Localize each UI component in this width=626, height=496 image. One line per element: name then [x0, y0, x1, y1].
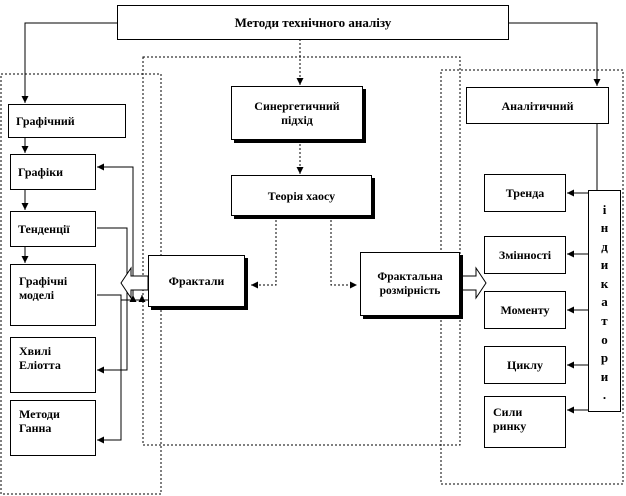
indicators-letter: о — [601, 331, 608, 347]
analytic-item-cycle: Циклу — [484, 346, 566, 384]
fractal-dimension-box: Фрактальна розмірність — [360, 252, 460, 316]
graphic-item-models: Графічні моделі — [10, 264, 96, 326]
indicators-letter: д — [601, 238, 608, 254]
arrow-chaos-to-fractals — [251, 216, 277, 289]
graphic-item-gann: Методи Ганна — [10, 400, 96, 456]
fractals-label: Фрактали — [168, 274, 225, 288]
block-arrow-right — [460, 266, 487, 300]
analytic-item-cycle-label: Циклу — [507, 358, 543, 372]
fractals-box: Фрактали — [148, 255, 245, 307]
analytic-item-volatility-label: Змінності — [498, 248, 552, 262]
graphic-item-waves: Хвилі Еліотта — [10, 337, 96, 393]
graphic-item-trends: Тенденції — [10, 211, 96, 247]
graphic-item-trends-label: Тенденції — [18, 222, 70, 236]
analytic-item-momentum-label: Моменту — [500, 303, 550, 317]
indicators-letter: и — [600, 257, 609, 273]
analytic-header-label: Аналітичний — [501, 98, 574, 113]
chaos-theory-label: Теорія хаосу — [267, 188, 336, 203]
fractal-dimension-label: Фрактальна розмірність — [377, 271, 443, 297]
indicators-letter: р — [600, 350, 609, 366]
title: Методи технічного аналізу — [234, 14, 392, 30]
indicators-letter: . — [602, 387, 607, 403]
title-box: Методи технічного аналізу — [117, 5, 509, 40]
indicators-letter: и — [600, 368, 609, 384]
graphic-item-charts: Графіки — [10, 154, 96, 190]
analytic-item-volatility: Змінності — [484, 236, 566, 274]
graphic-item-waves-label: Хвилі Еліотта — [19, 344, 61, 372]
analytic-item-market-force: Сили ринку — [484, 396, 566, 448]
synergetic-group-frame — [142, 56, 461, 446]
graphic-header-label: Графічний — [16, 114, 75, 128]
indicators-letter: а — [601, 294, 608, 310]
analytic-item-trend-label: Тренда — [505, 186, 545, 200]
indicators-letter: т — [601, 313, 608, 329]
analytic-item-trend: Тренда — [484, 174, 566, 212]
indicators-letter: і — [602, 201, 607, 217]
arrow-title-to-graphic — [21, 22, 117, 103]
analytic-header: Аналітичний — [466, 87, 609, 124]
chaos-theory-box: Теорія хаосу — [231, 175, 372, 216]
arrow-chaos-to-dimension — [330, 216, 357, 289]
analytic-item-market-force-label: Сили ринку — [493, 405, 527, 433]
indicators-letter: н — [600, 220, 609, 236]
graphic-item-models-label: Графічні моделі — [19, 274, 68, 302]
indicators-box: і н д и к а т о р и . — [588, 190, 621, 412]
synergetic-header-label: Синергетичний підхід — [254, 99, 340, 127]
link-fractals-to-models — [97, 294, 148, 301]
block-arrow-left — [120, 266, 149, 300]
analytic-item-momentum: Моменту — [484, 291, 566, 329]
graphic-item-charts-label: Графіки — [18, 165, 64, 179]
graphic-item-gann-label: Методи Ганна — [19, 407, 60, 435]
link-fractals-to-waves — [97, 299, 148, 374]
synergetic-header: Синергетичний підхід — [231, 86, 363, 140]
arrow-title-to-analytic — [509, 22, 601, 86]
graphic-header: Графічний — [8, 104, 126, 138]
indicators-letter: к — [600, 275, 609, 291]
